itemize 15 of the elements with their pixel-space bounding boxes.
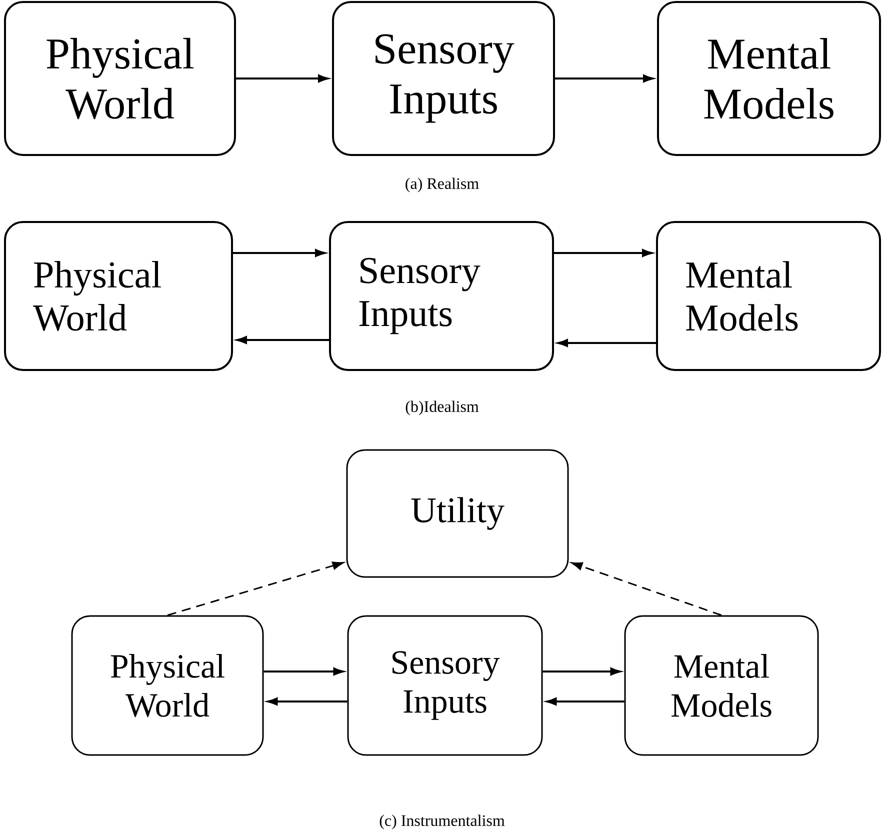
process-box: Sensory Inputs bbox=[332, 1, 555, 156]
process-box: Sensory Inputs bbox=[347, 615, 543, 756]
process-box: Physical World bbox=[71, 615, 264, 756]
subcaption: (c) Instrumentalism bbox=[380, 814, 505, 830]
subcaption: (a) Realism bbox=[406, 178, 479, 192]
process-box: Physical World bbox=[4, 1, 236, 156]
subcaption: (b)Idealism bbox=[406, 400, 479, 416]
process-box: Mental Models bbox=[624, 615, 819, 756]
process-box: Physical World bbox=[4, 221, 233, 371]
process-box: Mental Models bbox=[656, 221, 882, 371]
arrow bbox=[167, 562, 344, 616]
process-box: Mental Models bbox=[657, 1, 882, 156]
arrow bbox=[571, 562, 722, 616]
process-box: Sensory Inputs bbox=[329, 221, 554, 371]
process-box: Utility bbox=[346, 449, 569, 578]
